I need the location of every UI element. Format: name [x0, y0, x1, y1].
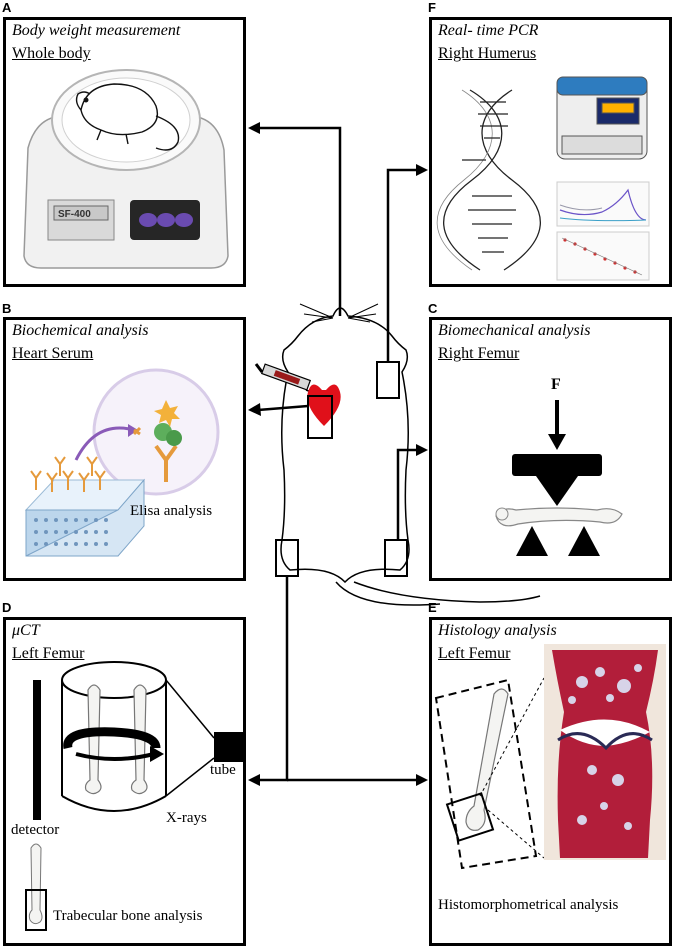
xray-tube — [214, 732, 243, 762]
rat-whiskers — [299, 303, 379, 323]
support-left — [516, 526, 548, 556]
panel-body-weight: Body weight measurement Whole body SF-40… — [3, 17, 246, 287]
mouse-drawing — [75, 83, 180, 151]
xray-label: X-rays — [166, 810, 207, 826]
panel-title: Biomechanical analysis — [438, 322, 591, 339]
detector-label: detector — [11, 822, 60, 838]
panel-letter-d: D — [2, 600, 12, 615]
panel-letter-f: F — [428, 0, 436, 15]
scale-display-label: SF-400 — [58, 209, 91, 220]
syringe-icon — [254, 363, 323, 397]
panel-subtitle: Left Femur — [12, 645, 85, 662]
support-right — [568, 526, 600, 556]
trabecular-caption: Trabecular bone analysis — [53, 908, 203, 924]
femur-bone — [495, 507, 623, 527]
panel-letter-c: C — [428, 301, 438, 316]
panel-title: μCT — [12, 622, 40, 639]
dna-helix — [436, 89, 541, 271]
loading-plate — [512, 454, 602, 476]
histology-micrograph — [544, 644, 666, 860]
panel-biomechanical: Biomechanical analysis Right Femur F — [429, 317, 672, 581]
panel-letter-b: B — [2, 301, 12, 316]
panel-letter-e: E — [428, 600, 437, 615]
elisa-illustration — [24, 368, 220, 557]
panel-biochemical: Biochemical analysis Heart Serum — [3, 317, 246, 581]
force-label: F — [551, 376, 561, 393]
elisa-plate — [25, 478, 145, 557]
right-femur-roi-box — [384, 539, 408, 577]
arrowheads — [248, 122, 428, 786]
sample-dashed-box — [434, 678, 538, 870]
panel-subtitle: Right Humerus — [438, 45, 537, 62]
roi-box — [25, 889, 47, 931]
panel-letter-a: A — [2, 0, 12, 15]
micro-ct-illustration — [25, 661, 243, 931]
three-point-bending-illustration — [495, 400, 623, 556]
tube-label: tube — [210, 762, 236, 778]
connector-arrows — [257, 126, 418, 782]
histomorphometrical-caption: Histomorphometrical analysis — [438, 897, 619, 913]
panel-subtitle: Right Femur — [438, 345, 520, 362]
pcr-illustration — [436, 76, 650, 281]
antibody-array — [30, 456, 106, 492]
amplification-plot — [556, 181, 650, 227]
panel-title: Real- time PCR — [438, 22, 539, 39]
small-femur — [28, 843, 43, 925]
panel-micro-ct: μCT Left Femur tube X-rays detector Trab… — [3, 617, 246, 946]
panel-subtitle: Whole body — [12, 45, 91, 62]
histology-illustration — [434, 644, 666, 870]
antibody-antigen-complex — [132, 400, 182, 482]
panel-subtitle: Left Femur — [438, 645, 511, 662]
loading-pin — [536, 476, 578, 506]
standard-curve-plot — [556, 231, 650, 281]
pcr-machine — [556, 76, 648, 160]
rat-outline — [280, 307, 541, 606]
panel-real-time-pcr: Real- time PCR Right Humerus — [429, 17, 672, 287]
panel-title: Histology analysis — [438, 622, 557, 639]
panel-title: Body weight measurement — [12, 22, 181, 39]
detector-bar — [33, 680, 41, 820]
section-roi-box — [445, 792, 495, 842]
panel-histology: Histology analysis Left Femur Histomorph… — [429, 617, 672, 946]
panel-subtitle: Heart Serum — [12, 345, 94, 362]
elisa-caption: Elisa analysis — [130, 503, 213, 519]
panel-title: Biochemical analysis — [12, 322, 149, 339]
kitchen-scale-illustration: SF-400 — [23, 69, 229, 269]
heart-icon — [307, 384, 341, 439]
